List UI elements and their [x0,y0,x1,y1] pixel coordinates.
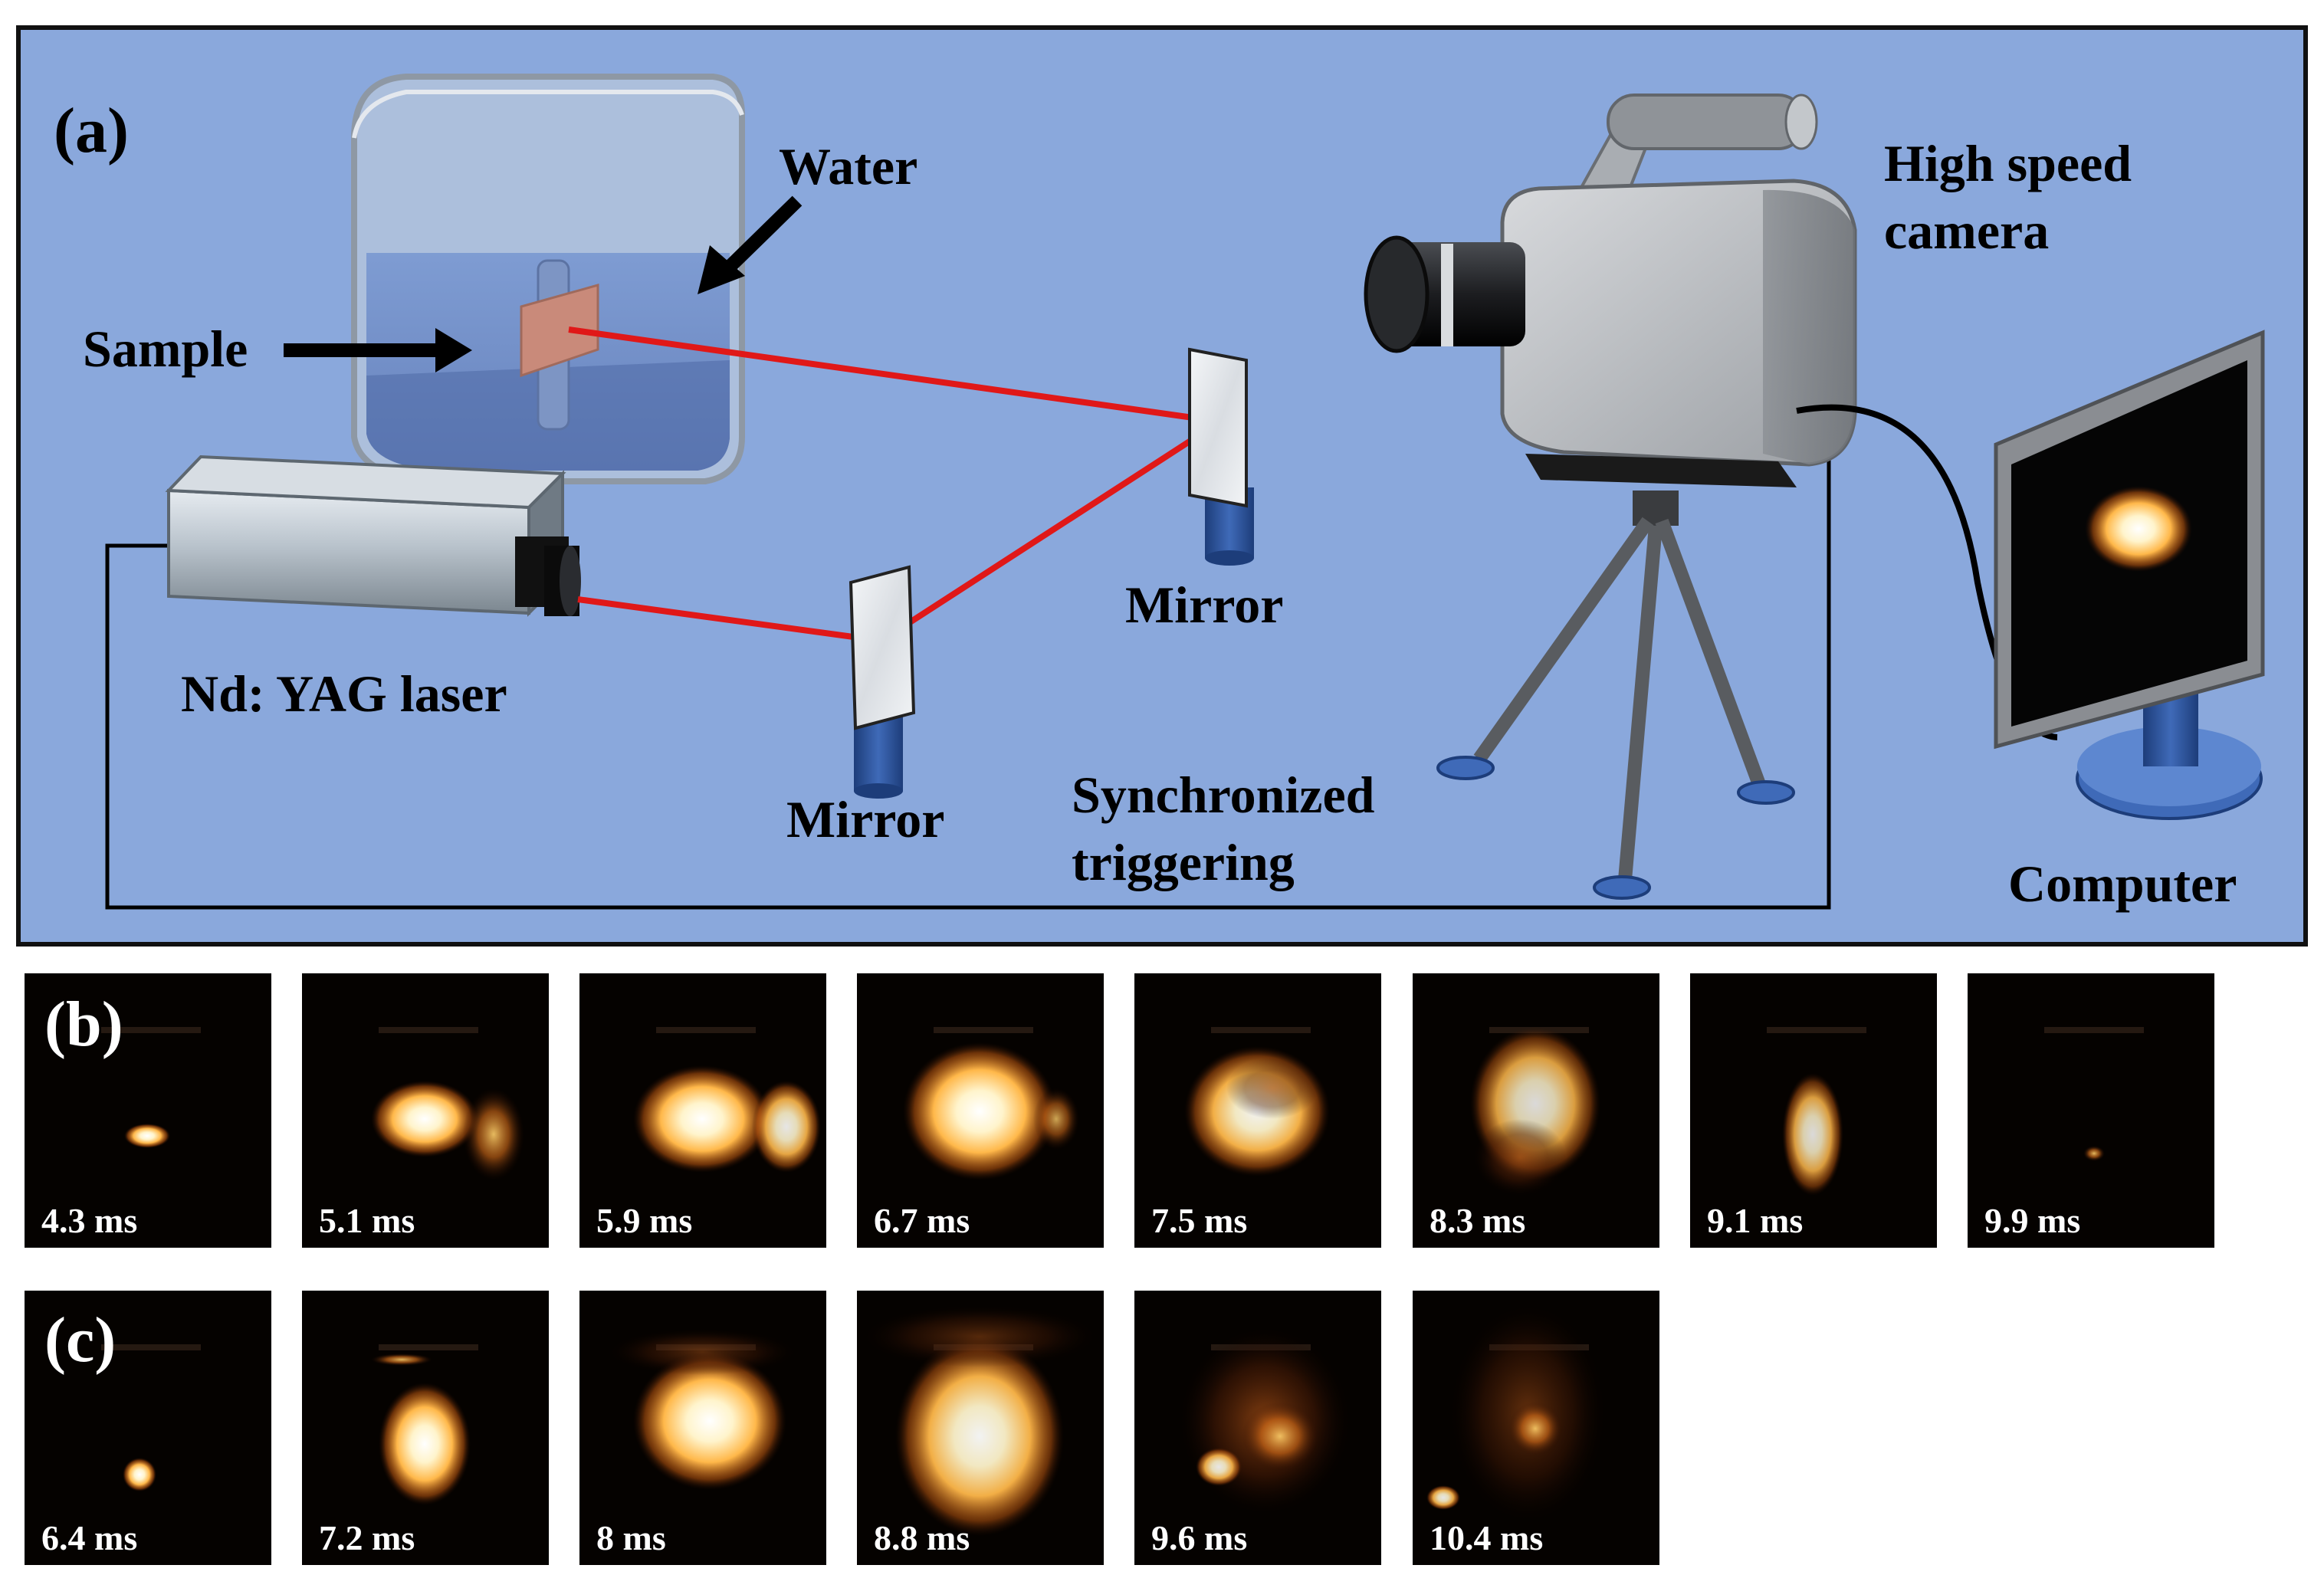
photo-frame: 6.7 ms [857,973,1104,1248]
photo-frame: 7.5 ms [1134,973,1381,1248]
photo-frame: 5.1 ms [302,973,549,1248]
photo-frame: 5.9 ms [579,973,826,1248]
container-edge [934,1027,1033,1033]
mirror-left [849,565,916,799]
container-edge [1767,1027,1866,1033]
luminous-plume [124,1124,170,1148]
sample-plate [520,284,599,378]
photo-frame: 9.1 ms [1690,973,1937,1248]
frame-time-label: 4.3 ms [41,1201,137,1240]
luminous-plume [1242,1402,1318,1471]
frame-row-c: 6.4 ms 7.2 ms 8 ms 8.8 ms 9.6 ms 10.4 ms [25,1291,1659,1565]
container-edge [2044,1027,2144,1033]
frame-time-label: 6.7 ms [874,1201,970,1240]
photo-frame: 9.6 ms [1134,1291,1381,1565]
frame-time-label: 9.6 ms [1151,1518,1247,1557]
panel-a: (a) Water Sample [16,25,2308,947]
photo-frame: 6.4 ms [25,1291,271,1565]
container-edge [101,1344,201,1350]
luminous-plume [633,1352,786,1490]
frame-time-label: 9.1 ms [1707,1201,1803,1240]
luminous-plume [895,1337,1064,1536]
frame-time-label: 7.5 ms [1151,1201,1247,1240]
luminous-plume [463,1088,524,1180]
luminous-plume [1033,1088,1079,1150]
frame-time-label: 8 ms [596,1518,666,1557]
laser-source [165,454,581,617]
computer-label: Computer [2008,855,2237,913]
laser-beam-path [568,326,1229,645]
mirror-right [1188,347,1254,566]
luminous-plume [371,1353,432,1366]
photo-frame: 4.3 ms [25,973,271,1248]
sync-label-line2: triggering [1072,833,1295,891]
luminous-plume [1196,1448,1242,1486]
water-arrow [698,195,803,294]
photo-frame: 8 ms [579,1291,826,1565]
luminous-plume [865,1306,1095,1367]
trigger-cable [105,460,1831,910]
photo-frame: 9.9 ms [1968,973,2214,1248]
sample-arrow [284,328,472,372]
panel-b: 4.3 ms 5.1 ms 5.9 ms 6.7 ms 7.5 ms 8.3 ms 9.1 … [25,973,2214,1248]
container-edge [379,1027,478,1033]
luminous-plume [1508,1402,1562,1455]
computer-monitor [1994,330,2265,820]
sync-label-line1: Synchronized [1072,766,1375,824]
frame-row-b: 4.3 ms 5.1 ms 5.9 ms 6.7 ms 7.5 ms 8.3 ms 9.1 … [25,973,2214,1248]
luminous-plume [1474,1119,1566,1196]
tank-rim [352,90,744,139]
frame-time-label: 8.3 ms [1430,1201,1525,1240]
luminous-plume [371,1081,478,1157]
mirror-right-label: Mirror [1125,576,1283,634]
water-label: Water [779,137,917,195]
luminous-plume [633,1065,771,1173]
photo-frame: 8.8 ms [857,1291,1104,1565]
luminous-plume [903,1042,1056,1180]
laser-label: Nd: YAG laser [181,664,507,723]
frame-time-label: 5.9 ms [596,1201,692,1240]
frame-time-label: 10.4 ms [1430,1518,1543,1557]
container-edge [1211,1027,1311,1033]
photo-frame: 7.2 ms [302,1291,549,1565]
frame-time-label: 5.1 ms [319,1201,415,1240]
frame-time-label: 8.8 ms [874,1518,970,1557]
camera-label-line2: camera [1884,202,2049,260]
sample-label: Sample [83,320,248,378]
container-edge [379,1344,478,1350]
frame-background [25,1291,271,1565]
panel-c-label: (c) [44,1304,116,1376]
photo-frame: 10.4 ms [1413,1291,1659,1565]
water-tank [351,74,745,484]
luminous-plume [123,1458,156,1491]
panel-a-label: (a) [54,95,129,166]
luminous-plume [379,1383,471,1505]
luminous-plume [610,1329,794,1375]
container-edge [656,1027,756,1033]
luminous-plume [1782,1073,1843,1196]
container-edge [101,1027,201,1033]
camera-label-line1: High speed [1884,134,2132,192]
frame-time-label: 9.9 ms [1984,1201,2080,1240]
panel-c: 6.4 ms 7.2 ms 8 ms 8.8 ms 9.6 ms 10.4 ms (c) [25,1291,1659,1565]
frame-background [1968,973,2214,1248]
panel-b-label: (b) [44,989,123,1060]
luminous-plume [1226,1058,1318,1119]
luminous-plume [2083,1146,2105,1161]
luminous-plume [1426,1485,1460,1510]
high-speed-camera [1364,94,1857,900]
photo-frame: 8.3 ms [1413,973,1659,1248]
frame-background [25,973,271,1248]
frame-time-label: 6.4 ms [41,1518,137,1557]
frame-time-label: 7.2 ms [319,1518,415,1557]
luminous-plume [752,1081,821,1173]
monitor-plume [2085,486,2192,572]
mirror-left-label: Mirror [786,790,944,848]
